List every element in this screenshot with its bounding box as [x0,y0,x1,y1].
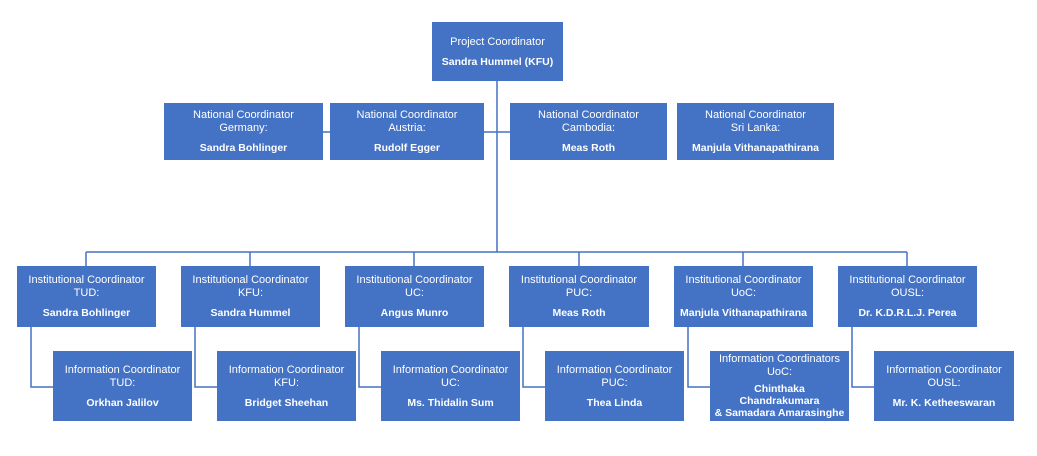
information-coordinator-uc: Information Coordinator UC: Ms. Thidalin… [381,351,520,421]
national-coordinator-sri-lanka: National Coordinator Sri Lanka: Manjula … [677,103,834,160]
node-name: Angus Munro [380,307,449,319]
node-name: Thea Linda [586,396,643,409]
national-coordinator-austria: National Coordinator Austria: Rudolf Egg… [330,103,484,160]
node-name: Ms. Thidalin Sum [407,396,494,409]
node-title: Institutional Coordinator KFU: [192,274,309,299]
national-coordinator-cambodia: National Coordinator Cambodia: Meas Roth [510,103,667,160]
node-title: National Coordinator Cambodia: [538,109,639,134]
national-coordinator-germany: National Coordinator Germany: Sandra Boh… [164,103,323,160]
node-title: Information Coordinator TUD: [64,363,181,389]
connector-line [851,327,874,388]
node-name: Meas Roth [552,307,606,319]
node-name: Chinthaka Chandrakumara & Samadara Amara… [714,383,845,419]
node-title: National Coordinator Germany: [193,109,294,134]
institutional-coordinator-ousl: Institutional Coordinator OUSL: Dr. K.D.… [838,266,977,327]
node-name: Manjula Vithanapathirana [680,307,807,319]
node-name: Sandra Bohlinger [199,142,288,154]
node-title: Institutional Coordinator PUC: [520,274,638,299]
node-name: Sandra Hummel [210,307,291,319]
node-name: Orkhan Jalilov [86,396,159,409]
connector-line [30,327,53,388]
information-coordinator-uoc: Information Coordinators UoC: Chinthaka … [710,351,849,421]
connector-line [358,327,381,388]
connector-line [194,327,217,388]
node-title: Information Coordinators UoC: [718,353,841,378]
node-title: Project Coordinator [450,35,545,48]
information-coordinator-kfu: Information Coordinator KFU: Bridget She… [217,351,356,421]
node-name: Meas Roth [561,142,616,154]
node-title: Information Coordinator PUC: [556,363,673,389]
node-name: Rudolf Egger [374,142,440,154]
connector-line [687,327,710,388]
node-title: Institutional Coordinator TUD: [28,274,145,299]
node-title: National Coordinator Austria: [356,109,458,134]
institutional-coordinator-uoc: Institutional Coordinator UoC: Manjula V… [674,266,813,327]
node-title: Institutional Coordinator UoC: [685,274,802,299]
information-coordinator-tud: Information Coordinator TUD: Orkhan Jali… [53,351,192,421]
node-title: National Coordinator Sri Lanka: [705,109,806,134]
institutional-coordinator-uc: Institutional Coordinator UC: Angus Munr… [345,266,484,327]
node-title: Information Coordinator KFU: [228,363,345,389]
connector-line [522,327,545,388]
institutional-coordinator-tud: Institutional Coordinator TUD: Sandra Bo… [17,266,156,327]
node-name: Dr. K.D.R.L.J. Perea [858,307,957,319]
information-coordinator-ousl: Information Coordinator OUSL: Mr. K. Ket… [874,351,1014,421]
node-name: Sandra Bohlinger [42,307,131,319]
node-title: Information Coordinator OUSL: [886,363,1002,389]
project-coordinator-box: Project Coordinator Sandra Hummel (KFU) [432,22,563,81]
node-title: Institutional Coordinator OUSL: [849,274,966,299]
institutional-coordinator-puc: Institutional Coordinator PUC: Meas Roth [509,266,649,327]
node-name: Bridget Sheehan [244,396,329,409]
node-name: Mr. K. Ketheeswaran [892,396,996,409]
institutional-coordinator-kfu: Institutional Coordinator KFU: Sandra Hu… [181,266,320,327]
node-title: Institutional Coordinator UC: [356,274,473,299]
node-name: Sandra Hummel (KFU) [441,55,554,68]
node-title: Information Coordinator UC: [392,363,509,389]
information-coordinator-puc: Information Coordinator PUC: Thea Linda [545,351,684,421]
node-name: Manjula Vithanapathirana [692,142,819,154]
